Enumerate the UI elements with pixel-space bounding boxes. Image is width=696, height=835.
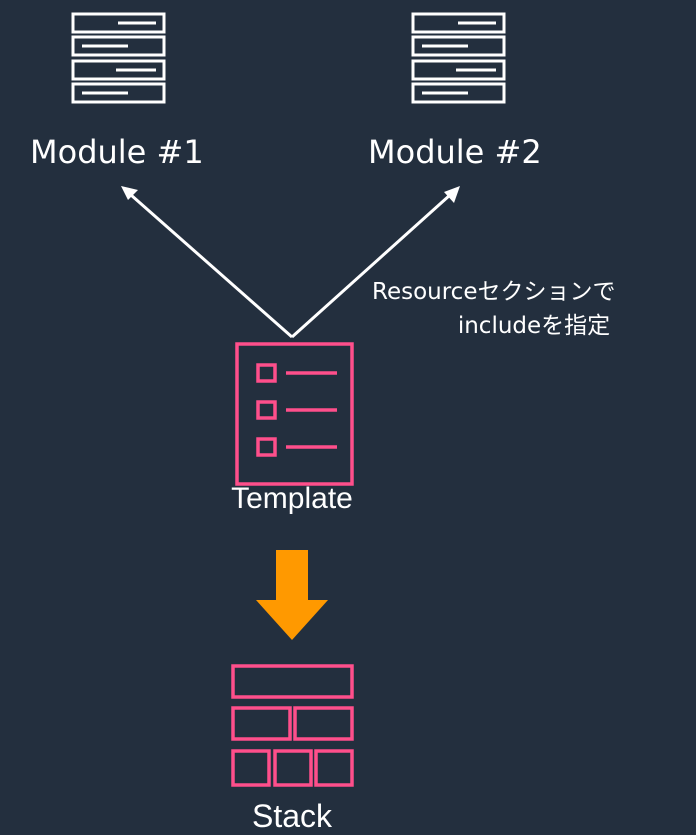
module-1-label: Module #1 [30, 133, 204, 171]
module-2-label: Module #2 [368, 133, 542, 171]
include-arrow-module-1 [121, 186, 293, 339]
template-label: Template [231, 482, 353, 515]
module-2-icon [411, 12, 506, 104]
module-1-icon [71, 12, 166, 104]
template-icon [235, 342, 354, 486]
annotation-line-1: Resourceセクションで [372, 279, 616, 305]
stack-icon [231, 664, 354, 787]
deploy-arrow [256, 550, 328, 640]
stack-label: Stack [251, 798, 333, 834]
include-arrow-module-2 [290, 186, 460, 339]
annotation-line-2: includeを指定 [457, 313, 611, 339]
